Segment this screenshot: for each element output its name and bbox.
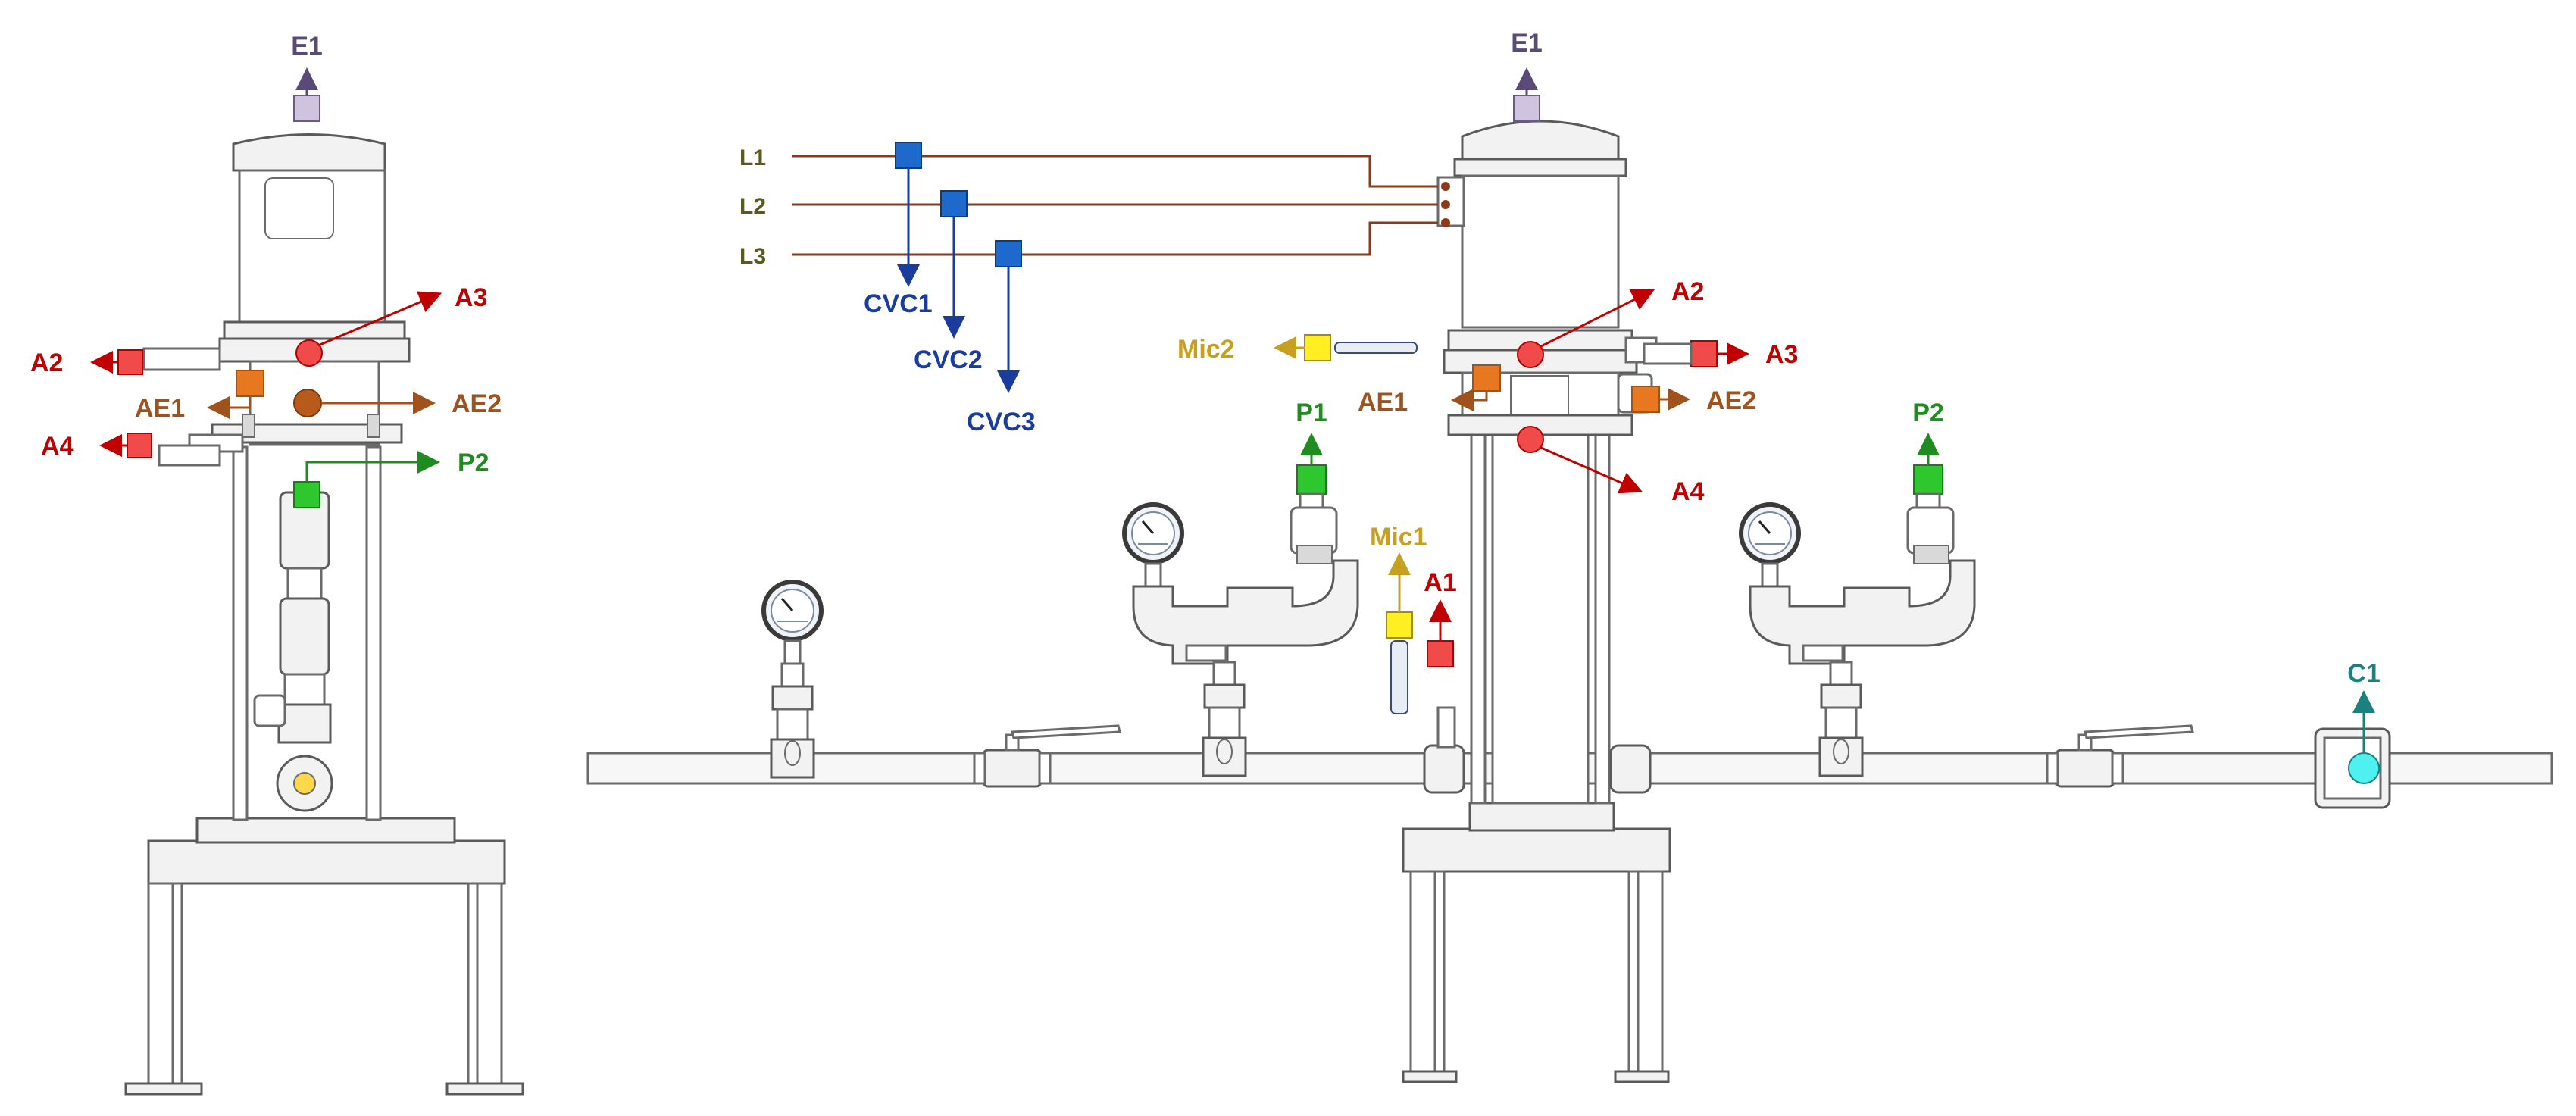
- left-label-a2: A2: [30, 349, 63, 377]
- left-ae1-sensor: AE1: [135, 370, 264, 423]
- label-p1: P1: [1296, 399, 1327, 427]
- c1-flow-meter: C1: [2314, 659, 2391, 809]
- label-mic2: Mic2: [1177, 335, 1235, 364]
- right-a2-sensor: A2: [1517, 277, 1704, 368]
- left-column: [232, 445, 249, 821]
- label-l2: L2: [739, 194, 766, 219]
- right-label-a2: A2: [1671, 277, 1704, 306]
- left-a2-sensor: A2: [30, 349, 143, 377]
- left-label-ae2: AE2: [452, 389, 502, 418]
- label-a1: A1: [1424, 568, 1456, 597]
- cvc2-sensor: [940, 190, 968, 217]
- label-l3: L3: [739, 244, 766, 269]
- label-cvc1: CVC1: [864, 289, 933, 318]
- gauge-branch-left: [764, 582, 821, 779]
- right-e1-sensor: E1: [1511, 29, 1543, 122]
- right-label-e1: E1: [1511, 29, 1543, 58]
- right-label-ae2: AE2: [1706, 386, 1756, 415]
- left-label-a4: A4: [41, 432, 74, 461]
- right-a4-sensor: A4: [1517, 426, 1705, 506]
- label-cvc2: CVC2: [914, 345, 983, 374]
- label-mic1: Mic1: [1370, 523, 1427, 552]
- right-ae1-sensor: AE1: [1358, 364, 1501, 417]
- right-a3-sensor: A3: [1643, 340, 1798, 369]
- power-lines: L1 L2 L3: [739, 145, 1450, 269]
- left-side-view: E1 A3 A2 AE1 AE2 A4: [30, 32, 524, 1096]
- left-a3-sensor: A3: [295, 283, 487, 367]
- power-line-l1: [792, 155, 1438, 188]
- right-ae2-sensor: AE2: [1631, 386, 1756, 415]
- left-stand: [124, 817, 524, 1096]
- mic1-sensor: Mic1: [1370, 523, 1427, 714]
- left-label-a3: A3: [455, 283, 487, 312]
- left-ae2-sensor: AE2: [293, 389, 502, 418]
- cvc3-sensor: [995, 240, 1022, 267]
- right-front-view: E1 L1 L2 L3 CVC1 CVC2 CVC3: [586, 29, 2553, 1083]
- a1-sensor: A1: [1424, 568, 1457, 667]
- right-label-a3: A3: [1765, 340, 1798, 369]
- left-riser: [253, 491, 333, 812]
- power-line-l3: [792, 221, 1438, 256]
- left-label-e1: E1: [291, 32, 323, 61]
- left-a4-sensor: A4: [41, 432, 152, 461]
- left-p2-sensor: P2: [293, 449, 489, 508]
- right-label-ae1: AE1: [1358, 388, 1408, 417]
- label-l1: L1: [739, 145, 766, 170]
- right-label-p2: P2: [1912, 399, 1944, 427]
- left-column: [365, 445, 382, 821]
- right-pump: [1423, 120, 1658, 805]
- p2-tee-assembly: P2: [1741, 399, 1976, 777]
- label-cvc3: CVC3: [967, 408, 1036, 436]
- left-e1-sensor: E1: [291, 32, 323, 122]
- cvc1-sensor: [895, 142, 922, 169]
- current-sensors: CVC1 CVC2 CVC3: [864, 142, 1036, 436]
- p1-tee-assembly: P1: [1124, 399, 1359, 777]
- right-label-a4: A4: [1671, 477, 1705, 506]
- mic2-sensor: Mic2: [1177, 334, 1418, 364]
- left-label-p2: P2: [458, 449, 489, 477]
- right-stand: [1402, 802, 1671, 1083]
- label-c1: C1: [2347, 659, 2380, 688]
- left-label-ae1: AE1: [135, 394, 185, 423]
